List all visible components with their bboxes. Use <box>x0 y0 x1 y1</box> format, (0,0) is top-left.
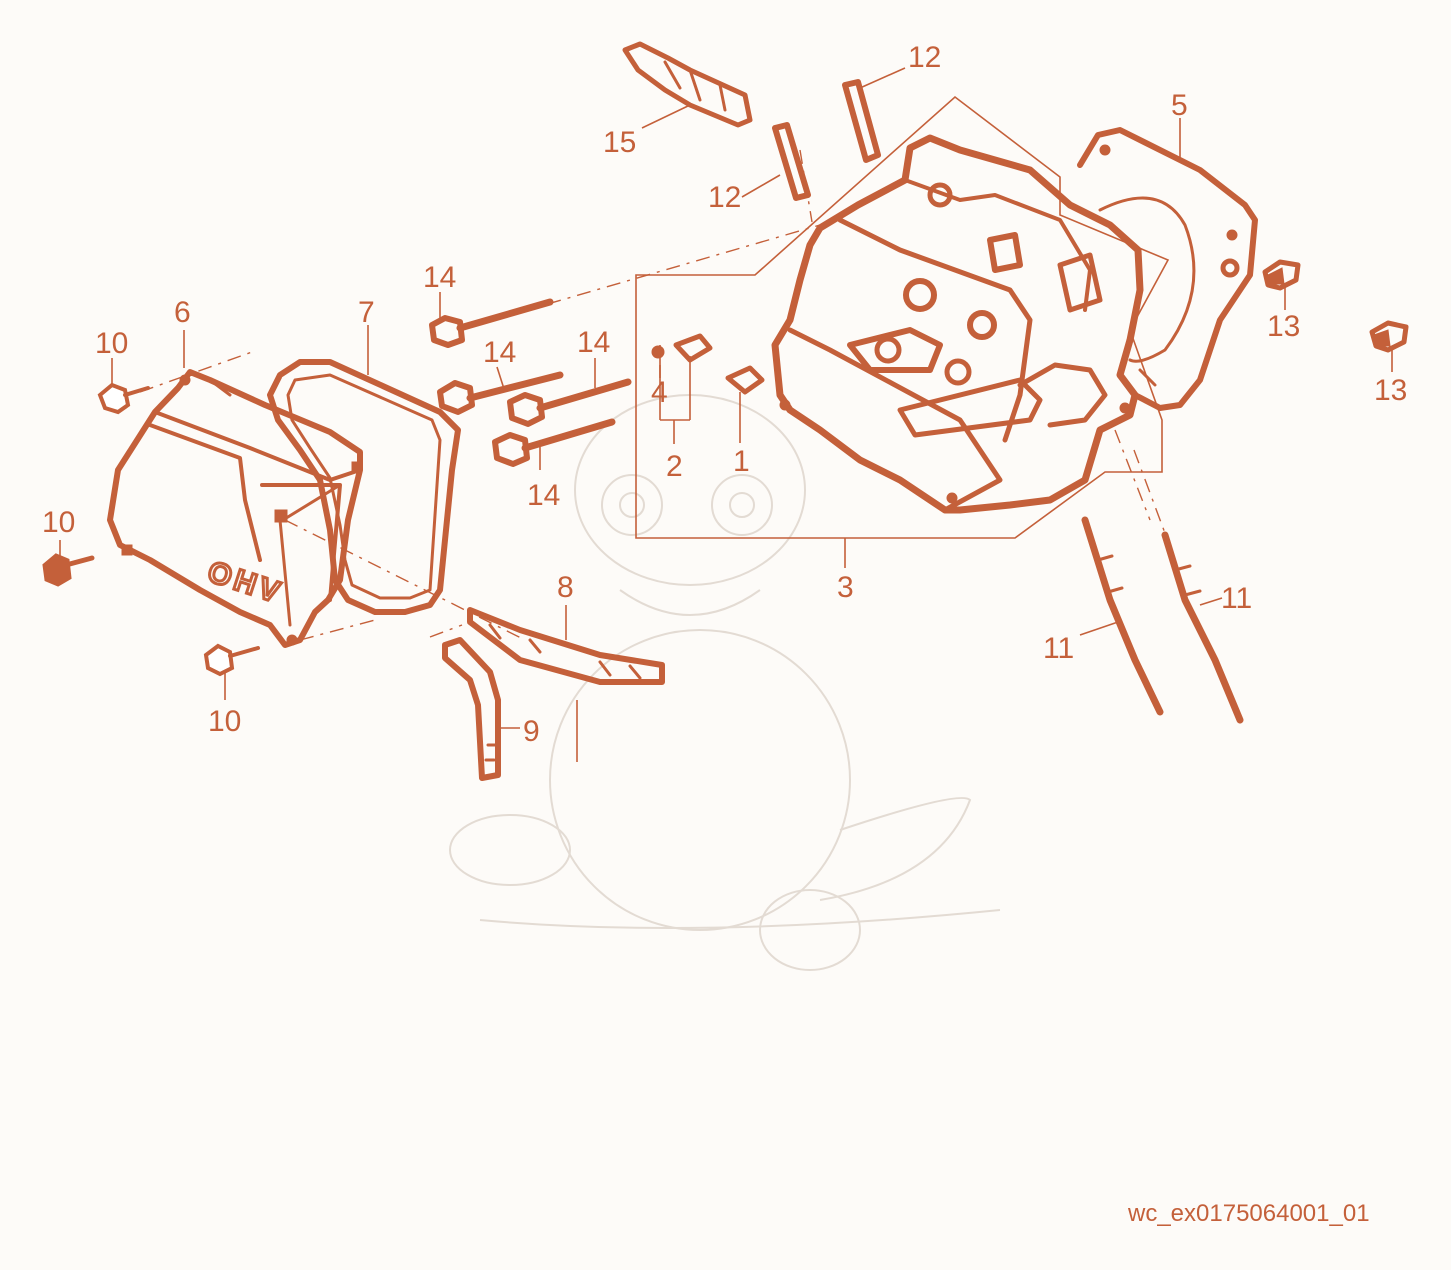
valve-seal-part-1 <box>725 365 765 395</box>
callout-14-d: 14 <box>527 479 560 512</box>
cylinder-head-part-3 <box>771 134 1144 514</box>
callout-13-a: 13 <box>1267 310 1300 343</box>
callout-labels: 15 12 12 5 13 13 6 10 7 14 14 14 14 4 2 … <box>42 41 1407 748</box>
keeper-part-13-a <box>1262 259 1301 291</box>
head-gasket-part-5 <box>1077 127 1258 411</box>
bolt-part-10-c <box>203 643 260 677</box>
gasket-part-7 <box>267 359 461 615</box>
bolt-part-14-b <box>437 371 564 415</box>
bolt-part-14-c <box>507 378 632 427</box>
callout-5: 5 <box>1171 89 1188 122</box>
callout-11-b: 11 <box>1221 582 1252 615</box>
callout-10-c: 10 <box>208 705 241 738</box>
callout-9: 9 <box>523 715 540 748</box>
breather-tube-part-8 <box>467 607 665 685</box>
callout-12-a: 12 <box>908 41 941 74</box>
bolt-part-10-a <box>97 382 150 415</box>
callout-6: 6 <box>174 296 191 329</box>
callout-10-a: 10 <box>95 327 128 360</box>
bolt-part-10-b <box>42 553 95 587</box>
callout-10-b: 10 <box>42 506 75 539</box>
callout-12-b: 12 <box>708 181 741 214</box>
callout-7: 7 <box>358 296 375 329</box>
callout-11-a: 11 <box>1043 632 1074 665</box>
bolt-part-14-d <box>492 418 616 467</box>
elbow-tube-part-9 <box>442 637 501 781</box>
callout-4: 4 <box>651 376 668 409</box>
push-rod-part-11-b <box>1161 531 1244 724</box>
callout-14-c: 14 <box>577 326 610 359</box>
callout-14-a: 14 <box>423 261 456 294</box>
push-rod-part-12-b <box>772 122 811 201</box>
watermark-mascot <box>449 394 1001 971</box>
callout-2: 2 <box>666 450 683 483</box>
leader-lines <box>59 67 1393 762</box>
callout-13-b: 13 <box>1374 374 1407 407</box>
bolt-part-14-a <box>429 298 554 348</box>
push-rod-part-11-a <box>1081 516 1164 716</box>
callout-14-b: 14 <box>483 336 516 369</box>
assembly-bracket-3 <box>635 95 1170 568</box>
keeper-part-13-b <box>1369 320 1409 353</box>
drawing-id-label: wc_ex0175064001_01 <box>1128 1200 1370 1227</box>
push-rod-part-12-a <box>842 79 881 163</box>
spark-plug-part-15 <box>622 41 753 128</box>
cotter-part-4 <box>651 345 665 359</box>
callout-1: 1 <box>733 445 750 478</box>
valve-seal-part-2 <box>673 333 713 363</box>
callout-3: 3 <box>837 571 854 604</box>
callout-8: 8 <box>557 571 574 604</box>
callout-15: 15 <box>603 126 636 159</box>
